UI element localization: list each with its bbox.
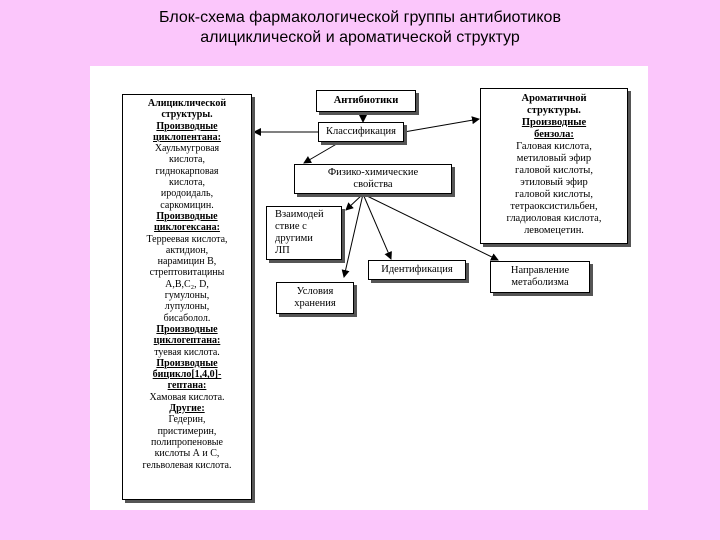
node-physchem-line: Физико-химические [327, 167, 419, 178]
alicyclic-item: гельволевая кислота. [142, 459, 232, 471]
arrow-classification-to-physchem [303, 141, 341, 164]
aromatic-group-title: бензола: [534, 129, 574, 140]
alicyclic-group-title: Производные [156, 120, 218, 132]
alicyclic-item: кислоты А и С, [154, 448, 220, 460]
alicyclic-group-title: бицикло[1,4,0]- [152, 369, 222, 381]
node-metabolism-line: Направление [510, 265, 570, 276]
alicyclic-item: кислота, [169, 177, 205, 189]
alicyclic-item: актидион, [165, 244, 209, 256]
alicyclic-item: лупулоны, [164, 301, 210, 313]
alicyclic-item: гумулоны, [164, 290, 210, 302]
aromatic-heading: структуры. [527, 105, 581, 116]
alicyclic-group-title: Другие: [169, 403, 205, 415]
alicyclic-item: бисаболол. [163, 312, 211, 324]
node-identification: Идентификация [368, 260, 466, 280]
alicyclic-item: кислота, [169, 154, 205, 166]
alicyclic-heading: Алициклической [147, 98, 227, 109]
alicyclic-heading: структуры. [161, 109, 213, 121]
node-classification: Классификация [318, 122, 404, 142]
alicyclic-group-title: Производные [156, 357, 218, 369]
alicyclic-group-title: Производные [156, 210, 218, 222]
title-line-1: Блок-схема фармакологической группы анти… [159, 9, 561, 26]
alicyclic-group-title: циклогексана: [154, 222, 220, 234]
alicyclic-item: полипропеновые [151, 436, 223, 448]
alicyclic-item: Хамовая кислота. [149, 391, 225, 403]
node-classification-label: Классификация [326, 126, 396, 137]
aromatic-item: метиловый эфир [516, 153, 592, 164]
node-physchem: Физико-химические свойства [294, 164, 452, 194]
alicyclic-item: туевая кислота. [154, 346, 220, 358]
node-alicyclic: Алициклической структуры. Производные ци… [122, 94, 252, 500]
alicyclic-item: Терреевая кислота, [146, 233, 228, 245]
alicyclic-group-title: циклопентана: [153, 131, 221, 143]
aromatic-item: левомецетин. [524, 225, 584, 236]
node-metabolism-line: метаболизма [511, 277, 569, 288]
connector-lines [253, 112, 499, 278]
node-interaction-line: ЛП [275, 245, 290, 256]
aromatic-item: галовой кислоты, [515, 189, 593, 200]
alicyclic-group-title: циклогептана: [153, 335, 221, 347]
aromatic-item: Галовая кислота, [516, 141, 592, 152]
node-interaction-line: Взаимодей [275, 209, 324, 220]
node-storage-line: хранения [294, 298, 336, 309]
alicyclic-item: пристимерин, [157, 425, 217, 437]
alicyclic-item: Гедерин, [168, 414, 206, 426]
alicyclic-item: гиднокарповая [155, 165, 219, 177]
alicyclic-item: А,В,С₂, D, [165, 278, 209, 290]
alicyclic-item: стрептовитацины [149, 267, 225, 279]
aromatic-item: этиловый эфир [520, 177, 588, 188]
aromatic-group-title: Производные [521, 117, 587, 128]
arrow-physchem-to-identification [362, 193, 392, 260]
node-interaction: Взаимодей ствие с другими ЛП [266, 206, 342, 260]
alicyclic-item: саркомицин. [160, 199, 214, 211]
node-metabolism: Направление метаболизма [490, 261, 590, 293]
slide-title: Блок-схема фармакологической группы анти… [0, 8, 720, 48]
node-storage-line: Условия [296, 286, 334, 297]
node-interaction-line: ствие с [275, 221, 307, 232]
alicyclic-group-title: гептана: [167, 380, 207, 392]
aromatic-heading: Ароматичной [521, 93, 587, 104]
alicyclic-item: нарамицин В, [157, 256, 217, 268]
node-antibiotics-label: Антибиотики [333, 95, 399, 106]
aromatic-item: галовой кислоты, [515, 165, 593, 176]
node-antibiotics: Антибиотики [316, 90, 416, 112]
arrow-physchem-to-storage [341, 193, 364, 278]
node-aromatic: Ароматичной структуры. Производные бензо… [480, 88, 628, 244]
node-interaction-line: другими [275, 233, 313, 244]
arrow-physchem-to-metabolism [362, 193, 499, 261]
title-line-2: алициклической и ароматической структур [200, 29, 520, 46]
arrow-physchem-to-interaction [345, 193, 364, 211]
node-physchem-line: свойства [353, 179, 393, 190]
alicyclic-item: иродоидаль, [160, 188, 214, 200]
alicyclic-group-title: Производные [156, 323, 218, 335]
arrow-classification-to-aromatic [403, 116, 480, 133]
alicyclic-item: Хаульмугровая [154, 143, 220, 155]
aromatic-item: гладиоловая кислота, [506, 213, 602, 224]
aromatic-item: тетраоксистильбен, [510, 201, 598, 212]
node-storage: Условия хранения [276, 282, 354, 314]
node-identification-label: Идентификация [381, 264, 453, 275]
diagram-panel: Антибиотики Классификация Физико-химичес… [90, 66, 648, 510]
